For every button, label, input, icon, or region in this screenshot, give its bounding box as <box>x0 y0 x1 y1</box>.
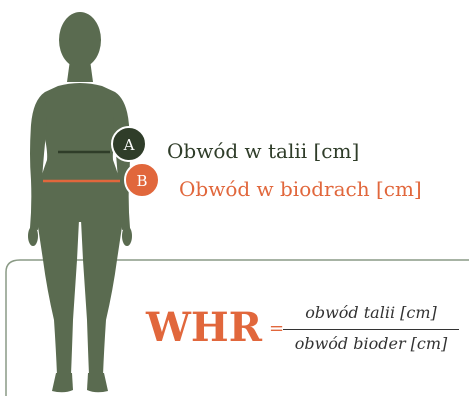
equals-sign: = <box>269 320 284 338</box>
body-silhouette <box>28 12 132 392</box>
whr-abbreviation: WHR <box>146 308 262 348</box>
formula-numerator: obwód talii [cm] <box>283 305 459 321</box>
hip-label: Obwód w biodrach [cm] <box>179 177 422 201</box>
formula-denominator: obwód bioder [cm] <box>283 336 459 352</box>
marker-b-letter: B <box>136 172 147 190</box>
fraction-bar <box>283 329 459 330</box>
waist-label: Obwód w talii [cm] <box>167 139 359 163</box>
marker-a-letter: A <box>123 136 135 154</box>
